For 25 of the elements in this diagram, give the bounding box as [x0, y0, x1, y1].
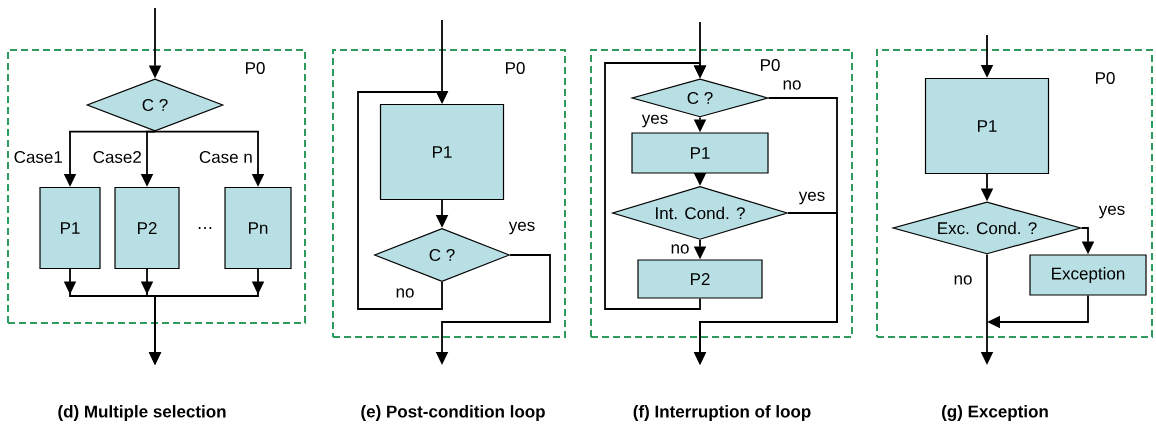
caption: (f) Interruption of loop — [633, 405, 811, 421]
process-box: Pn — [224, 186, 292, 270]
process-box: P2 — [637, 259, 763, 299]
edge-label: no — [671, 244, 689, 254]
edge-label: no — [396, 288, 414, 298]
edge-label: Case2 — [93, 150, 141, 163]
edge-label: yes — [508, 221, 535, 235]
process-box: P1 — [924, 77, 1050, 175]
edge-label: Case n — [199, 150, 252, 163]
edge-label: yes — [1098, 205, 1125, 219]
process-box: Exception — [1029, 254, 1147, 296]
caption: (e) Post-condition loop — [361, 405, 545, 421]
process-box: P1 — [379, 103, 505, 201]
edge-label: Case1 — [14, 150, 62, 163]
ellipsis: … — [198, 227, 212, 229]
process-box: P1 — [39, 186, 101, 270]
caption: (d) Multiple selection — [58, 405, 226, 421]
caption: (g) Exception — [942, 405, 1048, 421]
arrow — [604, 62, 707, 310]
edge-label: no — [783, 80, 801, 90]
process-box: P1 — [631, 132, 769, 174]
process-box: P2 — [114, 186, 180, 270]
edge-label: yes — [798, 191, 825, 205]
edge-label: no — [954, 275, 972, 285]
arrow — [357, 90, 449, 310]
